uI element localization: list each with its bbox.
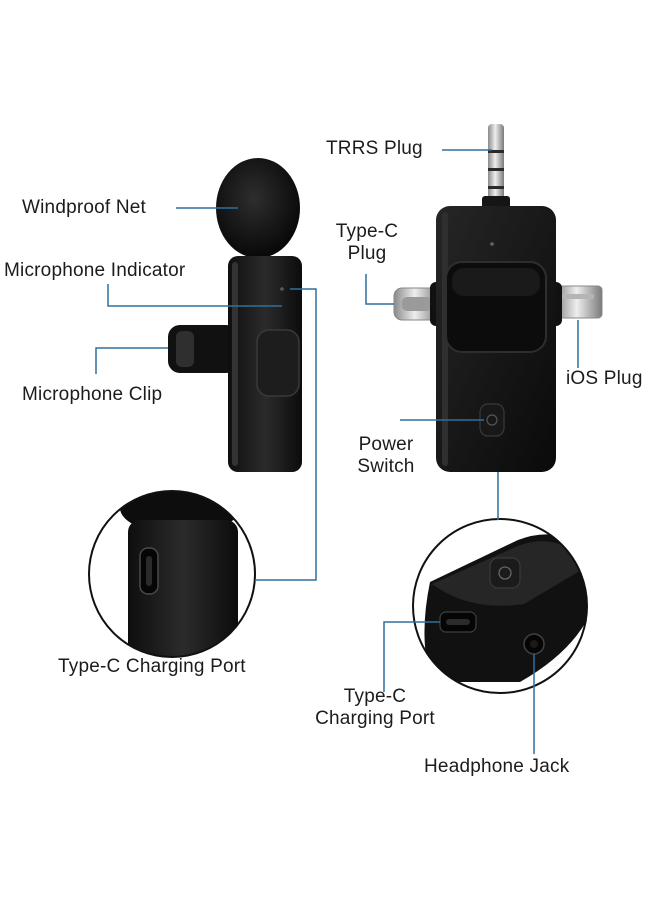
leader-type-c-charging-port-rx <box>383 621 440 692</box>
ios-plug <box>555 285 603 319</box>
label-microphone-indicator: Microphone Indicator <box>4 260 186 281</box>
label-power-switch-line2: Switch <box>357 456 415 477</box>
label-type-c-charging-port-mic: Type-C Charging Port <box>58 656 246 677</box>
mic-port-closeup <box>88 490 256 658</box>
label-type-c-plug-line2: Plug <box>347 243 387 264</box>
leader-microphone-indicator <box>107 284 282 307</box>
leader-microphone-clip <box>95 347 168 374</box>
label-power-switch-line1: Power <box>358 434 414 455</box>
label-microphone-clip: Microphone Clip <box>22 384 163 405</box>
label-headphone-jack: Headphone Jack <box>424 756 570 777</box>
leader-lines <box>95 149 579 754</box>
mic-indicator-light <box>280 287 284 291</box>
label-type-c-charging-port-rx-line1: Type-C <box>343 686 407 707</box>
windproof-foam <box>216 158 300 258</box>
mic-body-edge <box>232 262 238 466</box>
microphone-device <box>168 158 302 472</box>
receiver-port-closeup <box>412 518 588 694</box>
label-type-c-plug-line1: Type-C <box>335 221 399 242</box>
label-windproof-net: Windproof Net <box>22 197 147 218</box>
leader-type-c-plug <box>365 274 394 305</box>
mic-clip-highlight <box>176 331 194 367</box>
label-type-c-charging-port-rx-line2: Charging Port <box>315 708 435 729</box>
label-ios-plug: iOS Plug <box>566 368 643 389</box>
mic-button <box>256 329 300 397</box>
label-trrs-plug: TRRS Plug <box>326 138 423 159</box>
receiver-device <box>393 124 603 472</box>
leader-mic-main-to-closeup <box>255 288 317 581</box>
